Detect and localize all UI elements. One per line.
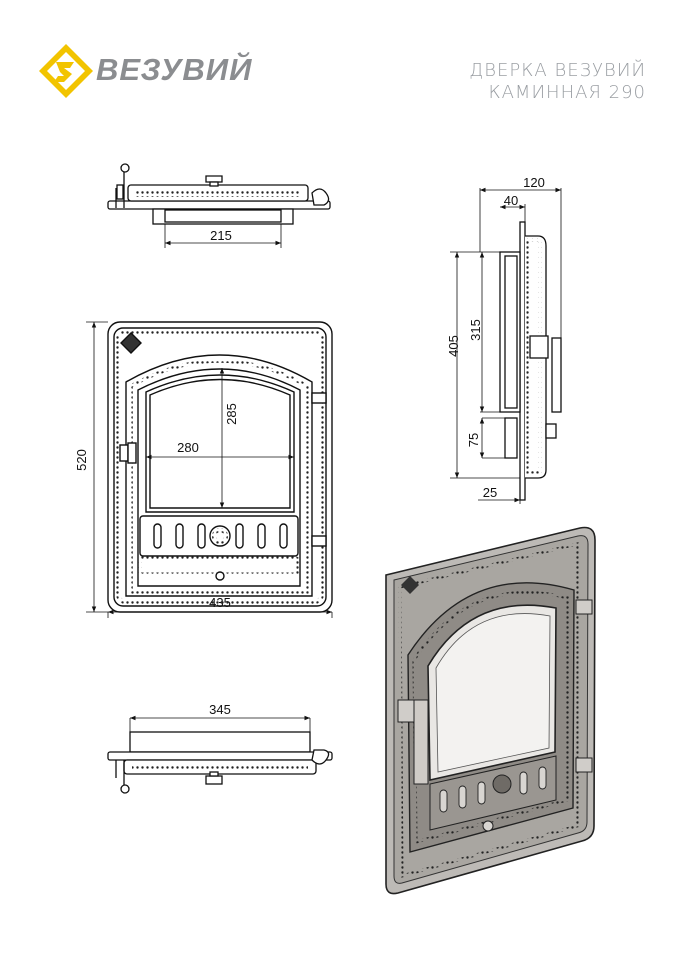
dim-side-height-lower: 75 <box>466 417 505 459</box>
dim-label-520: 520 <box>74 449 89 471</box>
dim-label-435: 435 <box>209 595 231 610</box>
dim-side-height-total: 405 <box>446 251 520 479</box>
dim-label-75: 75 <box>466 433 481 447</box>
side-view <box>499 221 562 501</box>
title-line-1: ДВЕРКА ВЕЗУВИЙ <box>469 60 646 81</box>
dim-label-285: 285 <box>224 403 239 425</box>
dim-label-120: 120 <box>523 175 545 190</box>
dim-label-25: 25 <box>483 485 497 500</box>
dim-label-40: 40 <box>504 193 518 208</box>
brand-logo-icon <box>39 44 93 98</box>
dim-top-width: 215 <box>164 224 282 248</box>
dim-label-315: 315 <box>468 319 483 341</box>
dim-front-glass-width: 280 <box>146 440 294 460</box>
dim-front-total-width: 435 <box>107 595 333 618</box>
dim-side-depth-total: 120 <box>479 175 562 338</box>
dim-side-frame-thickness: 25 <box>478 480 521 504</box>
door-3d-render <box>385 526 596 895</box>
dim-label-280: 280 <box>177 440 199 455</box>
brand-logo <box>36 42 266 102</box>
dim-front-glass-height: 285 <box>219 368 239 508</box>
front-view <box>107 321 333 613</box>
page-title: ДВЕРКА ВЕЗУВИЙ КАМИННАЯ 290 <box>469 60 646 104</box>
dim-label-405: 405 <box>446 335 461 357</box>
dim-side-height-glass: 315 <box>468 252 500 413</box>
dim-bottom-width: 345 <box>129 702 311 735</box>
brand-name: ВЕЗУВИЙ <box>96 52 253 87</box>
dim-label-215: 215 <box>210 228 232 243</box>
top-view <box>107 163 331 225</box>
title-line-2: КАМИННАЯ 290 <box>488 82 646 103</box>
dim-side-depth-inner: 40 <box>500 193 526 222</box>
bottom-view <box>107 731 333 794</box>
dim-front-total-height: 520 <box>74 321 108 613</box>
dim-label-345: 345 <box>209 702 231 717</box>
